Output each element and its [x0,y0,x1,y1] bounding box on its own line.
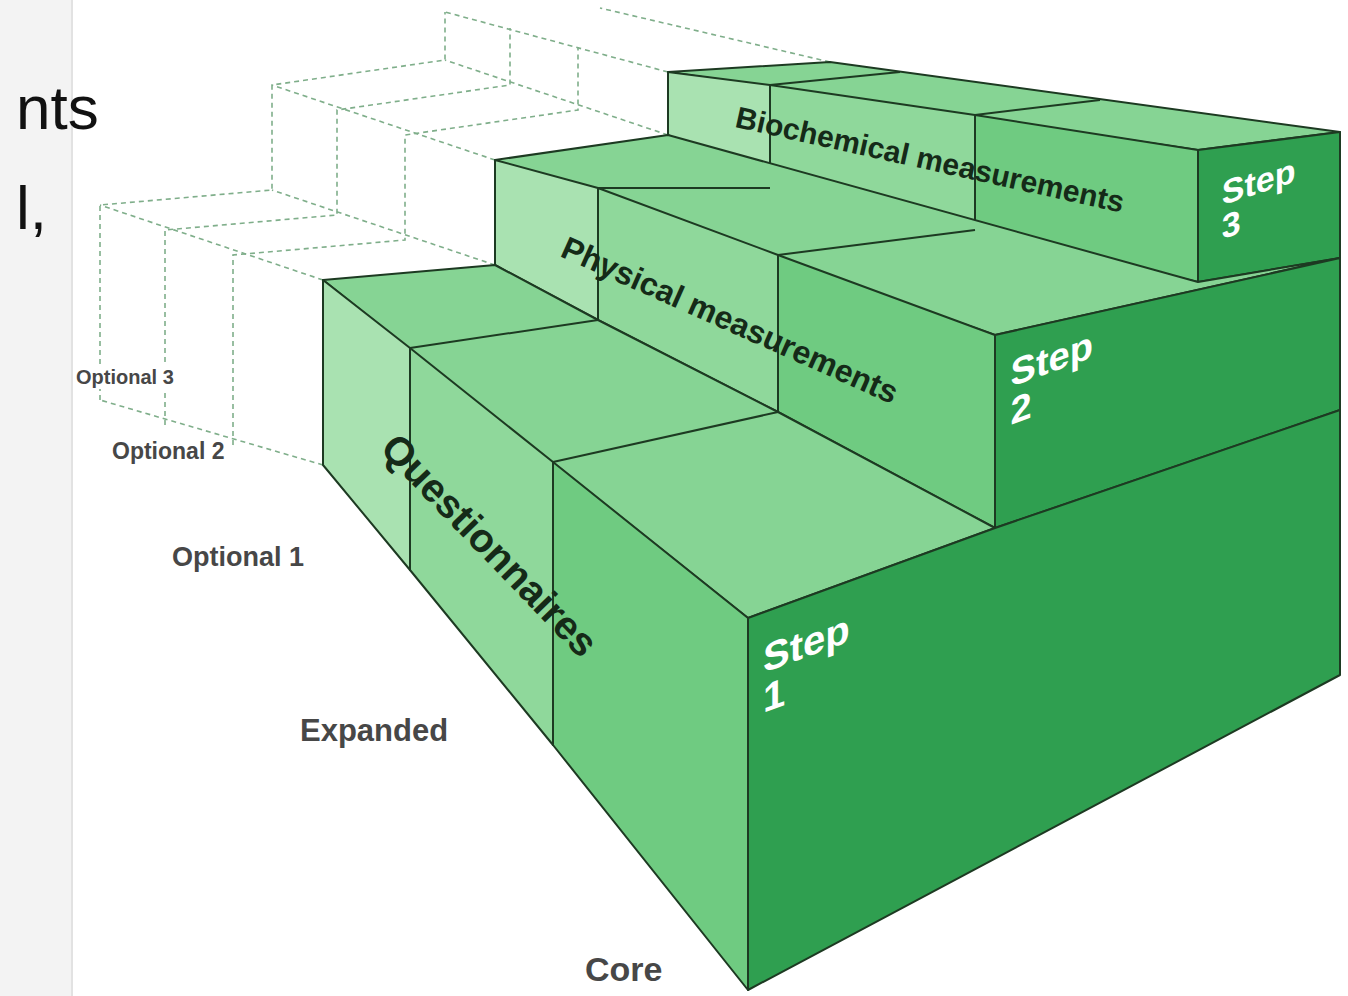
tier-label: Optional 1 [170,542,306,573]
section-name: Biochemical measurements [733,102,1127,217]
slide-edge [0,0,72,996]
step-number: Step 3 [1222,148,1310,245]
slide-text-fragment: l, [14,172,49,243]
slide-edge-line [71,0,73,996]
section-name: Physical measurements [557,231,903,409]
tier-label: Optional 2 [110,438,226,464]
step-block: Biochemical measurements Step 3 [668,62,1340,282]
section-name: Questionnaires [374,426,605,663]
step-number: Step 1 [763,601,867,719]
step-number: Step 2 [1011,319,1110,431]
slide-text-fragment: nts [14,72,101,143]
tier-label: Core [583,950,664,989]
tier-label: Expanded [298,713,450,749]
step-blocks [323,62,1340,990]
step-block: QuestionnairesStep 1 [323,280,1340,990]
step-block: Physical measurements Step 2 [495,160,1340,528]
tier-label: Optional 3 [74,366,176,389]
